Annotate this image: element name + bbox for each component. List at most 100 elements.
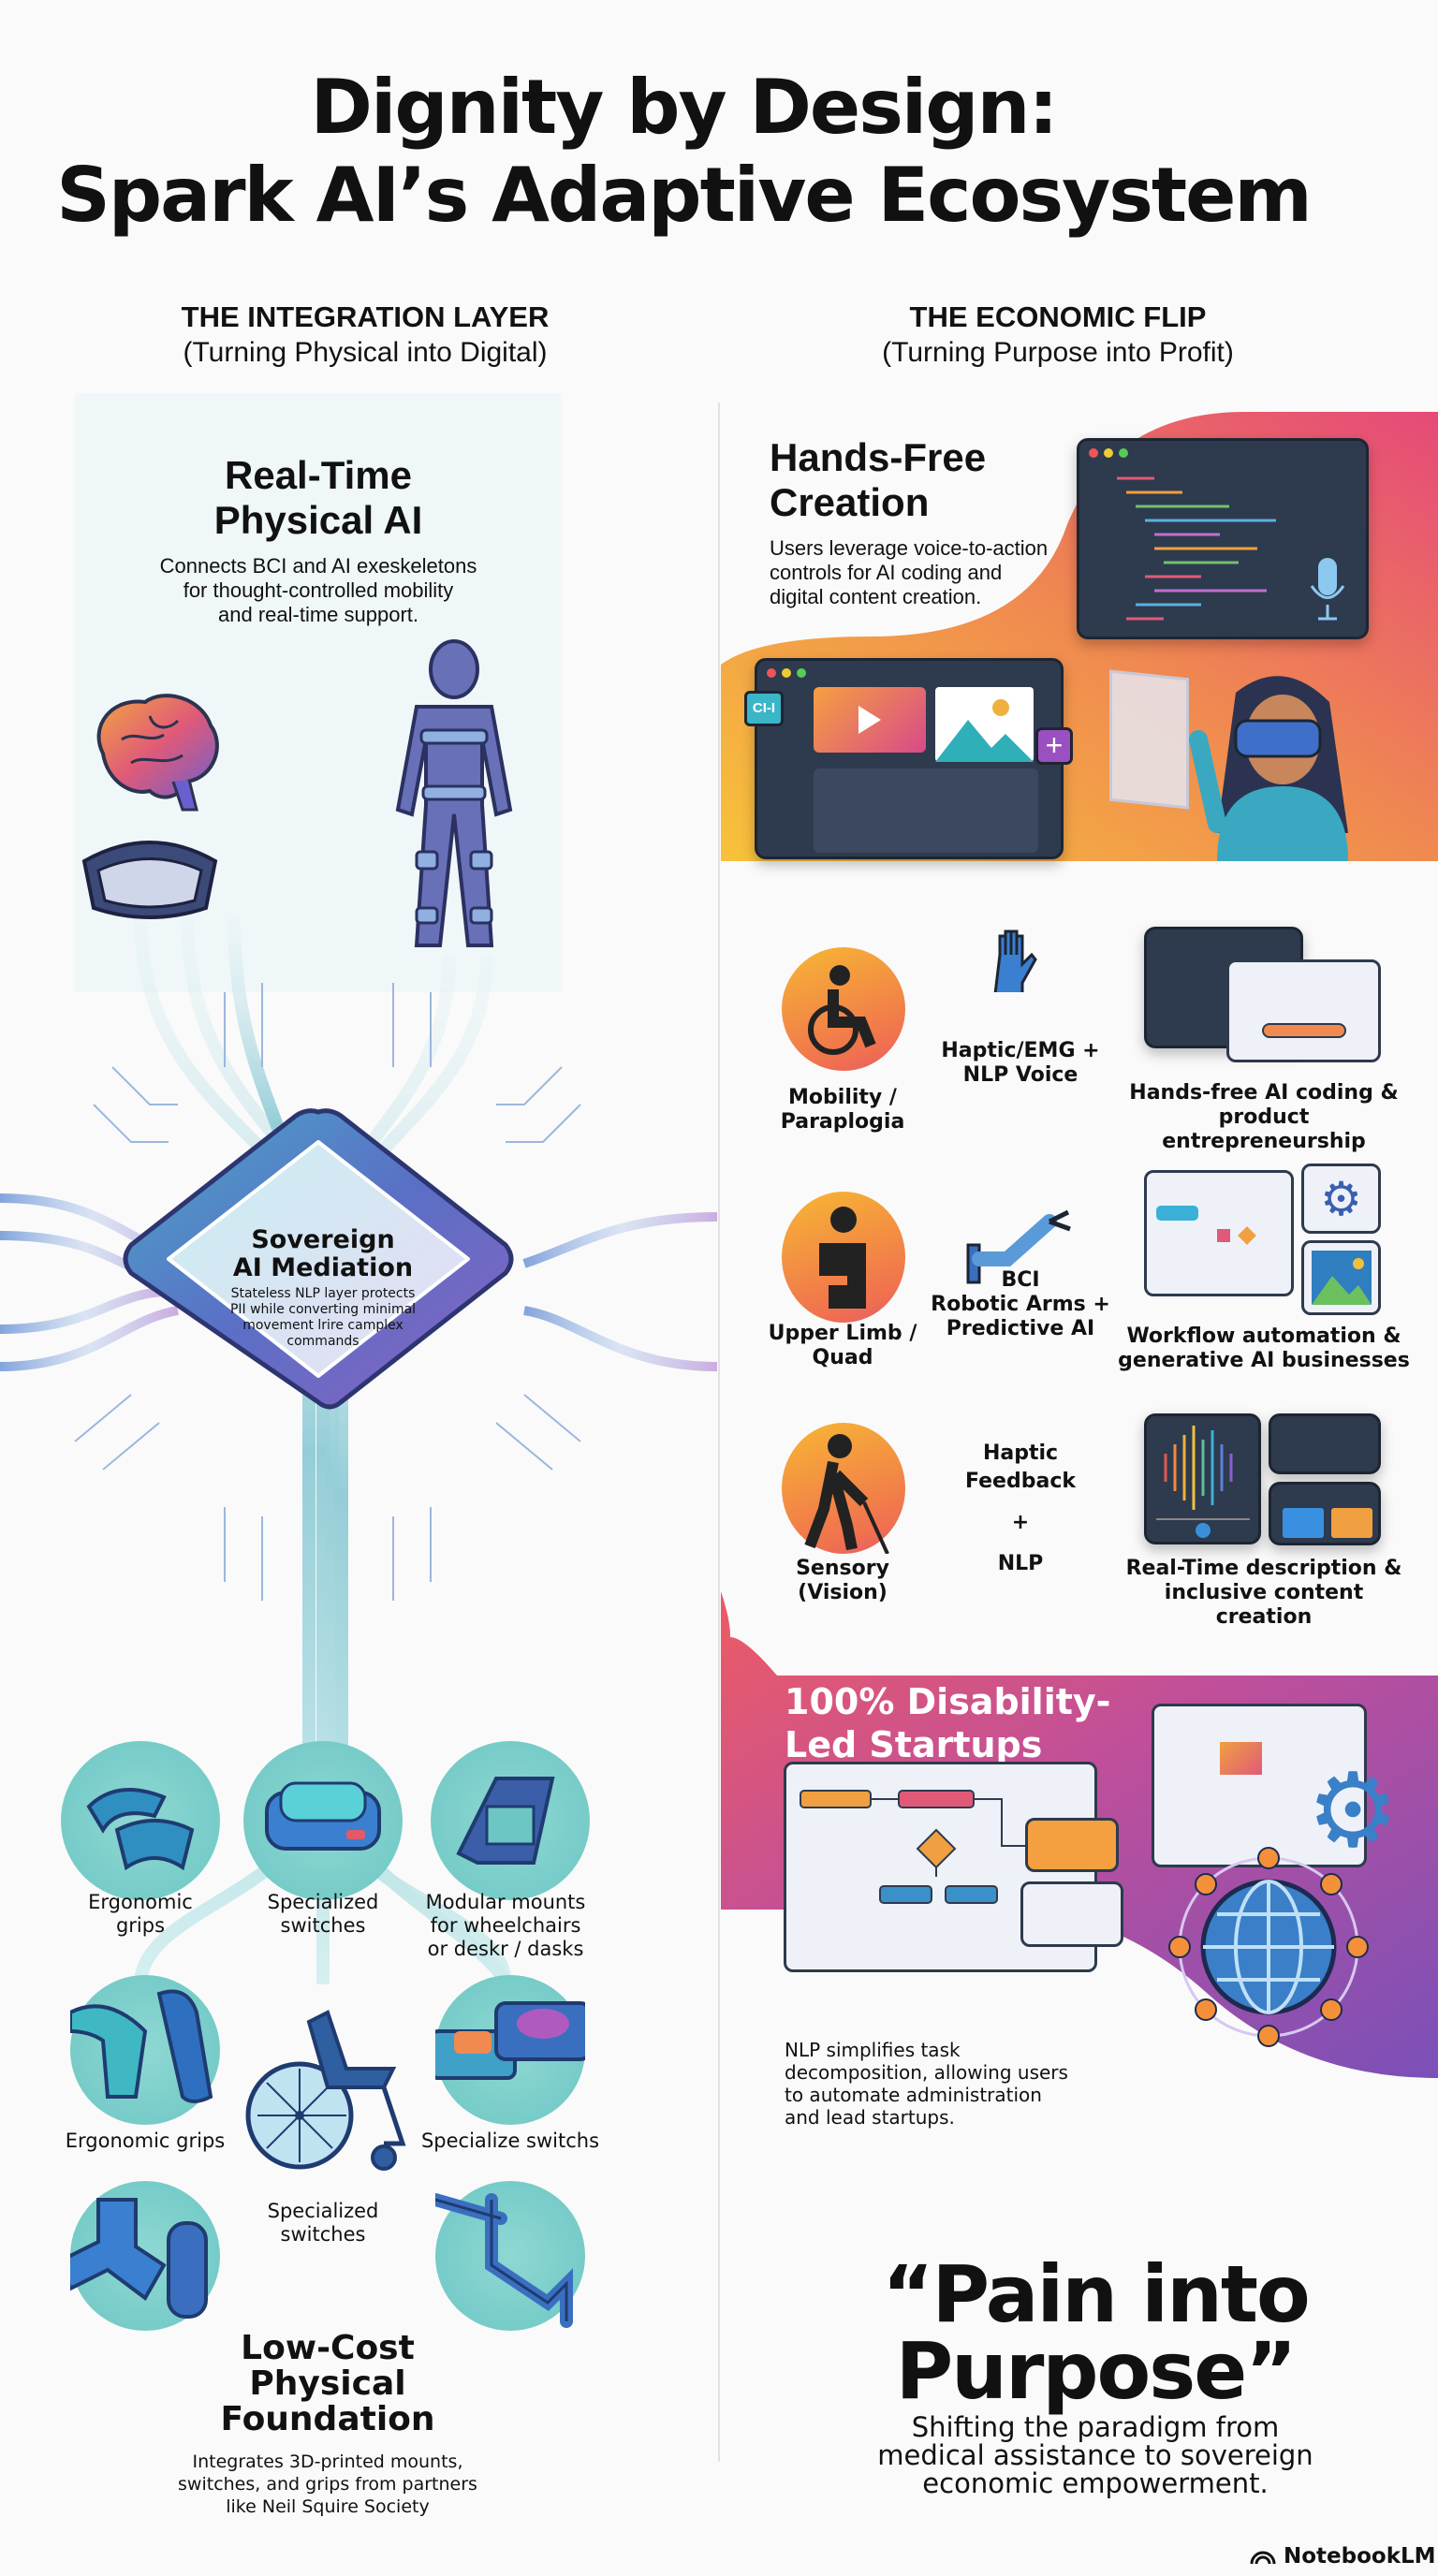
device-label-2-line-2: switches xyxy=(280,1914,366,1937)
brand-name: NotebookLM xyxy=(1284,2544,1436,2569)
hands-free-block: Hands-Free Creation Users leverage voice… xyxy=(770,435,1088,609)
mounting-arm-icon xyxy=(429,2181,585,2331)
cc-badge: CI-I xyxy=(744,691,784,726)
microphone-icon xyxy=(1310,558,1345,621)
device-label-6-line-1: Specialized xyxy=(267,2200,379,2222)
globe-network-icon xyxy=(1168,1847,1369,2047)
ergonomic-grips-icon-2 xyxy=(68,1975,220,2125)
hands-free-title-1: Hands-Free xyxy=(770,435,987,479)
hands-free-desc-3: digital content creation. xyxy=(770,585,982,608)
mobility-wheelchair-icon xyxy=(782,947,905,1071)
device-label-3-line-2: for wheelchairs xyxy=(430,1914,581,1937)
foundation-desc-2: switches, and grips from partners xyxy=(178,2474,477,2495)
modular-mount-icon xyxy=(431,1741,590,1900)
foundation-title-1: Low-Cost xyxy=(241,2329,415,2367)
switch-button-icon xyxy=(243,1741,403,1900)
video-thumbnail xyxy=(814,687,926,753)
mediation-title-1: Sovereign xyxy=(251,1225,395,1254)
startups-desc-2: decomposition, allowing users xyxy=(785,2061,1068,2084)
mediation-block: Sovereign AI Mediation Stateless NLP lay… xyxy=(183,1226,463,1350)
group-row-3-line-1: Sensory xyxy=(796,1557,889,1580)
outcome-row-3-line-1: Real-Time description & xyxy=(1125,1557,1402,1580)
startups-desc: NLP simplifies task decomposition, allow… xyxy=(785,2039,1068,2129)
outcome-row-2-line-2: generative AI businesses xyxy=(1118,1349,1410,1372)
foundation-title-3: Foundation xyxy=(220,2400,435,2438)
device-label-3-line-3: or deskr / dasks xyxy=(427,1938,584,1960)
quote-desc-3: economic empowerment. xyxy=(922,2467,1269,2499)
group-row-1: Mobility /Paraplogia xyxy=(749,1086,936,1134)
foundation-block: Low-Cost Physical Foundation Integrates … xyxy=(140,2331,515,2518)
column-divider xyxy=(718,402,720,2462)
left-header-subtitle: (Turning Physical into Digital) xyxy=(183,337,548,368)
vision-cane-icon xyxy=(782,1423,905,1555)
wheelchair-icon xyxy=(245,2010,406,2171)
outcome-row-1-line-1: Hands-free AI coding & xyxy=(1129,1081,1399,1105)
physical-ai-title-2: Physical AI xyxy=(213,498,423,542)
physical-ai-desc-2: for thought-controlled mobility xyxy=(183,578,454,602)
quote-desc: Shifting the paradigm from medical assis… xyxy=(824,2413,1367,2497)
exoskeleton-figure-icon xyxy=(395,639,513,947)
mediation-title-2: AI Mediation xyxy=(232,1253,414,1282)
tech-row-3-line-4: NLP xyxy=(997,1552,1044,1575)
rocket-app-window xyxy=(1226,959,1381,1062)
tech-row-1: Haptic/EMG +NLP Voice xyxy=(889,1039,1152,1088)
hands-free-title-2: Creation xyxy=(770,480,930,524)
startups-title-2: Led Startups xyxy=(785,1724,1043,1765)
haptic-glove-icon xyxy=(993,929,1037,992)
mediation-desc-1: Stateless NLP layer protects xyxy=(230,1286,416,1301)
group-row-3: Sensory(Vision) xyxy=(749,1557,936,1605)
physical-ai-block: Real-Time Physical AI Connects BCI and A… xyxy=(131,453,506,627)
braille-window xyxy=(1269,1413,1381,1474)
voice-panel xyxy=(814,768,1038,853)
switch-pad-icon xyxy=(429,1975,592,2125)
ergonomic-grips-icon xyxy=(61,1741,220,1900)
title-line-2: Spark AI’s Adaptive Ecosystem xyxy=(56,152,1313,239)
tech-row-3-line-1: Haptic xyxy=(982,1442,1059,1465)
mediation-desc-2: PII while converting minimal xyxy=(229,1302,417,1317)
physical-ai-desc-1: Connects BCI and AI exeskeletons xyxy=(159,554,477,578)
left-header-title: THE INTEGRATION LAYER xyxy=(181,300,550,333)
group-row-2-line-1: Upper Limb / xyxy=(768,1322,917,1345)
gear-window-icon: ⚙ xyxy=(1301,1164,1381,1234)
foundation-desc-1: Integrates 3D-printed mounts, xyxy=(192,2452,463,2472)
workflow-window xyxy=(1144,1170,1294,1296)
tech-row-1-line-1: Haptic/EMG + xyxy=(941,1039,1100,1062)
tech-row-3-line-2: Feedback xyxy=(965,1470,1076,1493)
device-label-4-line-1: Ergonomic grips xyxy=(65,2130,226,2152)
device-label-3-line-1: Modular mounts xyxy=(425,1891,586,1913)
tech-row-2-line-1: BCI xyxy=(1001,1268,1040,1292)
outcome-row-1: Hands-free AI coding &product entreprene… xyxy=(1114,1081,1414,1154)
ai-chip-icon xyxy=(123,1108,514,1410)
startups-title-1: 100% Disability- xyxy=(785,1681,1111,1722)
tech-row-2-line-3: Predictive AI xyxy=(946,1317,1095,1340)
device-label-1-line-1: Ergonomic xyxy=(88,1891,193,1913)
group-row-1-line-2: Paraplogia xyxy=(780,1110,905,1134)
add-plus-icon: + xyxy=(1035,727,1073,765)
startups-desc-4: and lead startups. xyxy=(785,2106,955,2129)
startups-desc-1: NLP simplifies task xyxy=(785,2039,961,2061)
gear-icon: ⚙ xyxy=(1306,1753,1400,1868)
audio-waveform-icon xyxy=(1156,1426,1250,1538)
task-card xyxy=(1025,1818,1119,1872)
title-line-1: Dignity by Design: xyxy=(310,64,1059,151)
startups-desc-3: to automate administration xyxy=(785,2084,1042,2106)
code-lines xyxy=(1117,476,1276,621)
floating-profile-panel xyxy=(1109,669,1189,810)
right-column-header: THE ECONOMIC FLIP (Turning Purpose into … xyxy=(777,300,1339,371)
device-label-2-line-1: Specialized xyxy=(267,1891,379,1913)
startups-title: 100% Disability- Led Startups xyxy=(785,1680,1110,1766)
flowchart-diagram xyxy=(800,1790,1030,1904)
quote-line-1: “Pain into xyxy=(882,2248,1311,2340)
task-list-window xyxy=(1020,1881,1123,1947)
upper-limb-person-icon xyxy=(782,1192,905,1323)
main-title: Dignity by Design: Spark AI’s Adaptive E… xyxy=(0,64,1367,240)
right-header-title: THE ECONOMIC FLIP xyxy=(909,300,1207,333)
hands-free-desc-1: Users leverage voice-to-action xyxy=(770,536,1049,560)
outcome-row-3-line-2: inclusive content creation xyxy=(1164,1581,1364,1629)
vr-user-person-icon xyxy=(1189,676,1348,861)
right-header-subtitle: (Turning Purpose into Profit) xyxy=(882,337,1234,368)
